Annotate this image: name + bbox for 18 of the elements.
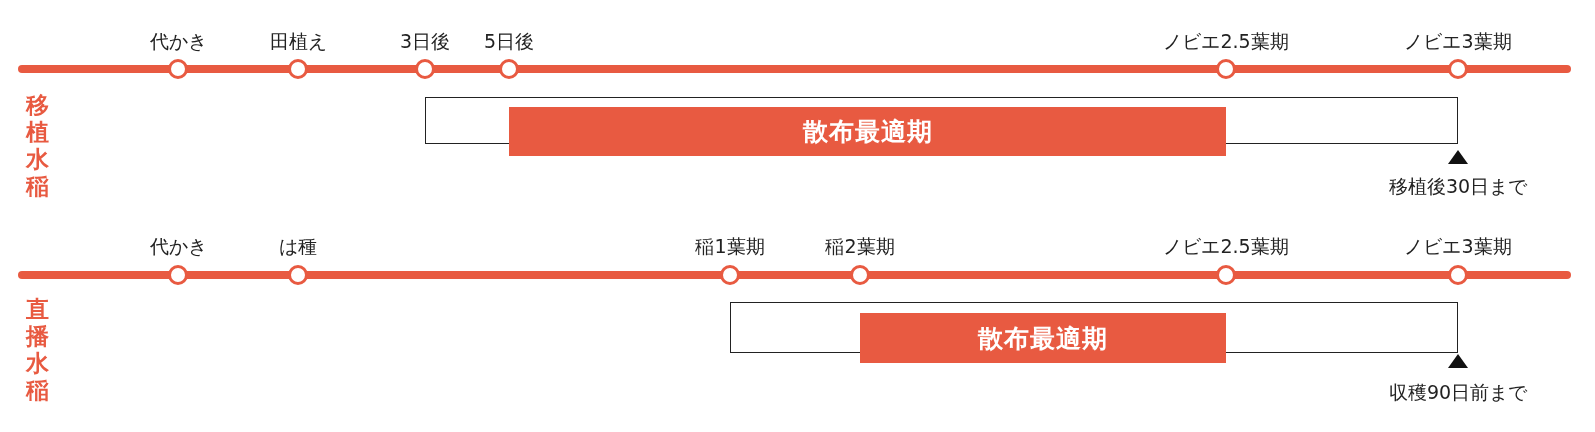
milestone-label: 代かき — [149, 234, 207, 259]
milestone-label: 稲1葉期 — [695, 234, 765, 259]
deadline-note: 移植後30日まで — [1388, 174, 1528, 199]
milestone-label: 田植え — [269, 29, 327, 54]
milestone-label: ノビエ3葉期 — [1404, 234, 1512, 259]
milestone-label: 5日後 — [483, 29, 535, 54]
milestone-label: 代かき — [149, 29, 207, 54]
milestone-label: ノビエ2.5葉期 — [1163, 29, 1289, 54]
milestone-label: ノビエ3葉期 — [1404, 29, 1512, 54]
milestone-label: 3日後 — [399, 29, 451, 54]
milestone-label: ノビエ2.5葉期 — [1163, 234, 1289, 259]
deadline-note: 収穫90日前まで — [1388, 380, 1528, 405]
period-bar: 散布最適期 — [860, 313, 1226, 363]
row-label: 移植水稲 — [26, 92, 50, 200]
milestone-label: は種 — [279, 234, 317, 259]
period-bar: 散布最適期 — [509, 107, 1226, 156]
row-label: 直播水稲 — [26, 296, 50, 404]
milestone-label: 稲2葉期 — [825, 234, 895, 259]
